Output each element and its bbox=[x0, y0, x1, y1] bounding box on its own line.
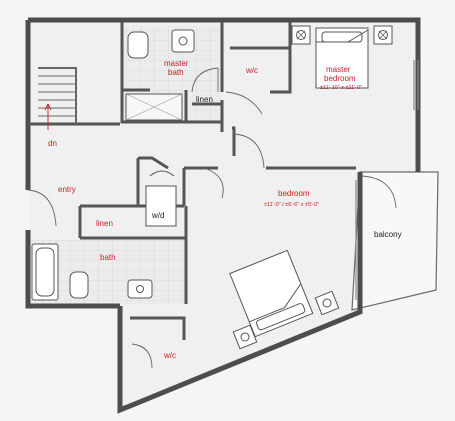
label-linen-top: linen bbox=[196, 95, 213, 104]
label-wic-bottom: w/c bbox=[163, 351, 176, 360]
toilet-master bbox=[127, 31, 149, 59]
toilet-bath bbox=[69, 271, 89, 299]
label-entry: entry bbox=[58, 185, 76, 194]
exterior-walls bbox=[25, 17, 421, 414]
doors bbox=[27, 67, 397, 369]
label-wic-top: w/c bbox=[245, 66, 258, 75]
label-master-bedroom-1: master bbox=[326, 65, 351, 74]
label-bedroom-dims: ±11'-0" / ±6'-6" x ±5'-0" bbox=[264, 202, 319, 208]
label-bedroom: bedroom bbox=[278, 189, 310, 198]
balcony-area bbox=[351, 171, 439, 311]
bath-fixtures bbox=[31, 243, 153, 301]
label-linen-mid: linen bbox=[96, 219, 113, 228]
master-bath-fixtures bbox=[125, 29, 195, 121]
label-master-bath-2: bath bbox=[168, 68, 184, 77]
label-master-bedroom-dims: ±11'-10" x ±11'-0" bbox=[320, 85, 362, 91]
sink-master bbox=[171, 29, 195, 53]
label-balcony: balcony bbox=[374, 230, 402, 239]
master-bed bbox=[291, 25, 393, 89]
label-washer-dryer: w/d bbox=[151, 211, 164, 220]
staircase bbox=[38, 67, 77, 130]
bedroom-nightstands bbox=[232, 290, 340, 350]
label-bath: bath bbox=[100, 253, 116, 262]
label-stair-dn: dn bbox=[48, 139, 57, 148]
washer-dryer-unit bbox=[145, 170, 177, 227]
room-labels: master bath linen w/c master bedroom ±11… bbox=[48, 59, 402, 360]
label-master-bedroom-2: bedroom bbox=[324, 74, 356, 83]
windows bbox=[355, 60, 419, 300]
interior-walls bbox=[28, 22, 356, 340]
sink-bath bbox=[127, 279, 153, 299]
label-master-bath-1: master bbox=[164, 59, 189, 68]
bedroom-bed bbox=[229, 249, 314, 338]
